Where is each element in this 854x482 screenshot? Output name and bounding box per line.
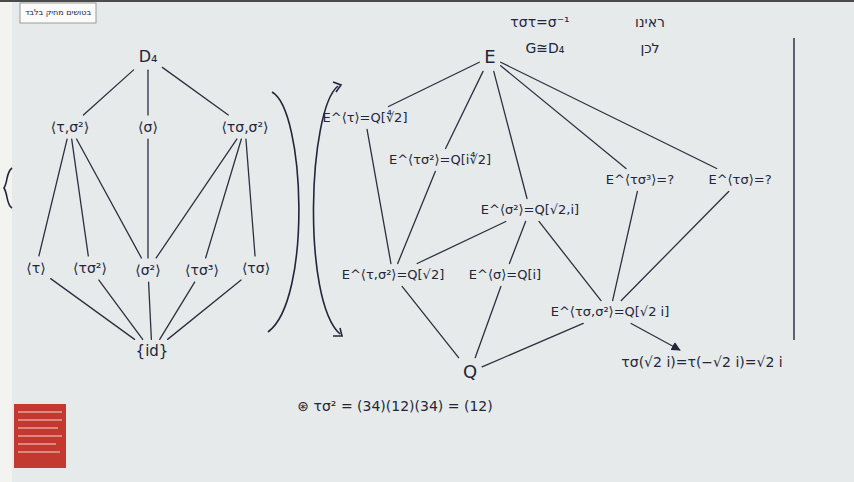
hebrew-note: לכן <box>640 40 659 56</box>
math-text: {id} <box>136 343 169 360</box>
lattice-line <box>482 323 583 366</box>
fixed-field: E^⟨σ²⟩=Q[√2,i] <box>478 201 582 220</box>
red-sticker <box>14 404 66 468</box>
lattice-line <box>501 62 717 168</box>
fixed-field: E^⟨τ⟩=Q[∜2] <box>320 109 411 128</box>
lattice-line <box>206 139 242 258</box>
math-text: ⟨σ⟩ <box>138 119 158 135</box>
bracket-arrowhead <box>333 328 342 336</box>
lattice-line <box>539 221 601 300</box>
fixed-field: E^⟨τ,σ²⟩=Q[√2] <box>339 266 447 285</box>
lattice-line <box>160 282 195 339</box>
lattice-line <box>246 139 255 256</box>
base-field: Q <box>460 360 480 385</box>
group: D₄ <box>136 46 161 68</box>
math-text: D₄ <box>139 48 158 66</box>
subgroup: ⟨τσ,σ²⟩ <box>218 117 271 137</box>
math-text: E <box>484 47 495 68</box>
fixed-field: E^⟨σ⟩=Q[i] <box>466 266 544 285</box>
subgroup: ⟨τ,σ²⟩ <box>48 117 92 137</box>
math-text: ⟨τ,σ²⟩ <box>51 119 89 135</box>
lattice-line <box>501 66 626 169</box>
subgroup: ⟨τσ³⟩ <box>182 260 222 280</box>
isomorphism-note: G≅D₄ <box>526 40 565 56</box>
lattice-line <box>39 139 67 256</box>
subgroup: ⟨σ⟩ <box>135 117 161 137</box>
trivial-subgroup: {id} <box>133 341 172 362</box>
math-text: E^⟨τσ³⟩=? <box>606 173 674 188</box>
math-text: ⟨τσ⟩ <box>242 260 270 276</box>
lattice-line <box>51 279 135 340</box>
wall-sign <box>20 3 96 23</box>
computation-note: ⊛ τσ² = (34)(12)(34) = (12) <box>297 398 492 414</box>
lattice-line <box>621 191 728 300</box>
math-text: E^⟨τσ⟩=? <box>708 173 771 188</box>
bracket-arrowhead <box>333 82 341 92</box>
math-text: E^⟨τ,σ²⟩=Q[√2] <box>342 268 444 283</box>
lattice-line <box>83 70 133 115</box>
math-text: ⟨τ⟩ <box>26 260 45 276</box>
board-frame <box>0 0 854 2</box>
math-text: E^⟨σ⟩=Q[i] <box>469 268 541 283</box>
fixed-field: E^⟨τσ³⟩=? <box>603 171 677 190</box>
subgroup: ⟨τσ⟩ <box>239 258 273 278</box>
math-text: ⟨σ²⟩ <box>135 262 160 278</box>
lattice-line <box>99 280 143 339</box>
wall-strip <box>0 0 12 482</box>
lattice-line <box>149 282 152 339</box>
lattice-line <box>367 129 391 263</box>
subgroup: ⟨τσ²⟩ <box>70 258 110 278</box>
math-text: τσ(√2 i)=τ(−√2 i)=√2 i <box>621 354 782 370</box>
hebrew-note: ראינו <box>635 14 665 30</box>
math-text: E^⟨τσ²⟩=Q[i∜2] <box>389 153 491 168</box>
relation-note: τστ=σ⁻¹ <box>510 14 569 30</box>
left-brace <box>4 168 12 208</box>
lattice-line <box>147 70 148 115</box>
subgroup: ⟨σ²⟩ <box>132 260 163 280</box>
math-text: Q <box>463 362 477 383</box>
correspondence-bracket <box>268 92 299 332</box>
lattice-line <box>156 139 237 258</box>
fixed-field: E^⟨τσ,σ²⟩=Q[√2 i] <box>548 303 672 322</box>
subgroup: ⟨τ⟩ <box>23 258 48 278</box>
lattice-line <box>162 67 228 115</box>
lattice-line <box>389 62 480 106</box>
math-text: ⟨τσ,σ²⟩ <box>221 119 268 135</box>
math-text: ⟨τσ³⟩ <box>185 262 219 278</box>
lattice-line <box>475 286 501 357</box>
lattice-line <box>398 171 436 263</box>
lattice-line <box>446 71 483 148</box>
lattice-line <box>147 139 148 258</box>
sign-text: בטושים מחיק בלבד <box>25 8 91 17</box>
math-text: E^⟨σ²⟩=Q[√2,i] <box>481 203 579 218</box>
lattice-line <box>417 221 506 263</box>
lattice-line <box>168 280 241 339</box>
arrow <box>631 323 680 349</box>
lattice-line <box>494 71 527 198</box>
sticker-lines <box>18 412 62 452</box>
fixed-field: E^⟨τσ²⟩=Q[i∜2] <box>386 151 494 170</box>
math-text: E^⟨τσ,σ²⟩=Q[√2 i] <box>551 305 669 320</box>
computation-note: τσ(√2 i)=τ(−√2 i)=√2 i <box>618 352 785 372</box>
math-text: ⟨τσ²⟩ <box>73 260 107 276</box>
lattice-line <box>613 191 638 300</box>
math-text: E^⟨τ⟩=Q[∜2] <box>323 111 408 126</box>
field: E <box>481 45 498 70</box>
lattice-line <box>402 286 459 357</box>
fixed-field: E^⟨τσ⟩=? <box>705 171 774 190</box>
lattice-line <box>509 221 525 263</box>
divider-line <box>793 38 794 340</box>
lattice-line <box>77 139 142 258</box>
